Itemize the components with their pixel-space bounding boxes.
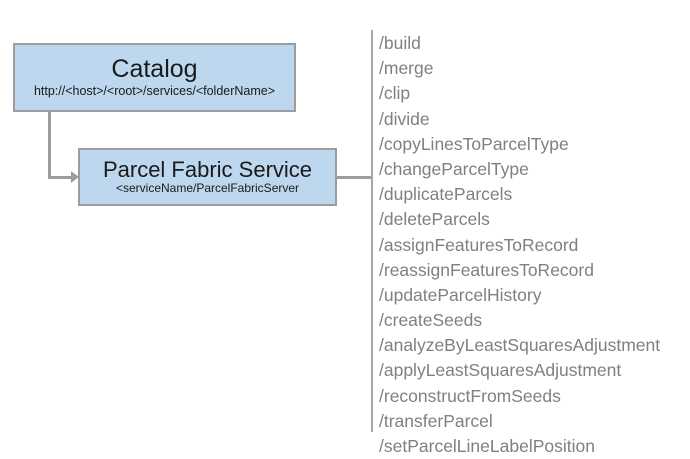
parcel-fabric-service-node[interactable]: Parcel Fabric Service <serviceName/Parce… [78, 148, 337, 206]
service-architecture-diagram: Catalog http://<host>/<root>/services/<f… [13, 30, 660, 456]
connector-catalog-horizontal [48, 176, 73, 179]
operation-item[interactable]: /copyLinesToParcelType [379, 133, 569, 154]
operation-item[interactable]: /updateParcelHistory [379, 284, 542, 305]
operation-item[interactable]: /setParcelLineLabelPosition [379, 436, 595, 456]
catalog-node-url: http://<host>/<root>/services/<folderNam… [33, 84, 276, 99]
operations-divider [371, 30, 373, 432]
operation-item[interactable]: /applyLeastSquaresAdjustment [379, 360, 622, 381]
operation-item[interactable]: /deleteParcels [379, 209, 490, 230]
parcel-fabric-service-path: <serviceName/ParcelFabricServer [115, 181, 300, 196]
operation-item[interactable]: /analyzeByLeastSquaresAdjustment [379, 335, 661, 356]
connector-catalog-vertical [48, 112, 51, 178]
catalog-node-title: Catalog [111, 55, 198, 83]
operation-item[interactable]: /clip [379, 83, 411, 104]
connector-service-to-operations [337, 176, 373, 179]
operation-item[interactable]: /reconstructFromSeeds [379, 385, 561, 406]
parcel-fabric-service-title: Parcel Fabric Service [102, 157, 313, 183]
operation-item[interactable]: /transferParcel [379, 410, 493, 431]
operations-list: /build /merge /clip /divide /copyLinesTo… [379, 31, 685, 459]
operation-item[interactable]: /divide [379, 108, 430, 129]
arrow-head-icon [71, 171, 79, 183]
operation-item[interactable]: /changeParcelType [379, 158, 529, 179]
operation-item[interactable]: /assignFeaturesToRecord [379, 234, 579, 255]
operation-item[interactable]: /reassignFeaturesToRecord [379, 259, 594, 280]
operation-item[interactable]: /build [379, 33, 421, 53]
operation-item[interactable]: /duplicateParcels [379, 184, 513, 205]
catalog-node[interactable]: Catalog http://<host>/<root>/services/<f… [13, 43, 296, 112]
operation-item[interactable]: /createSeeds [379, 310, 483, 331]
operation-item[interactable]: /merge [379, 58, 434, 79]
